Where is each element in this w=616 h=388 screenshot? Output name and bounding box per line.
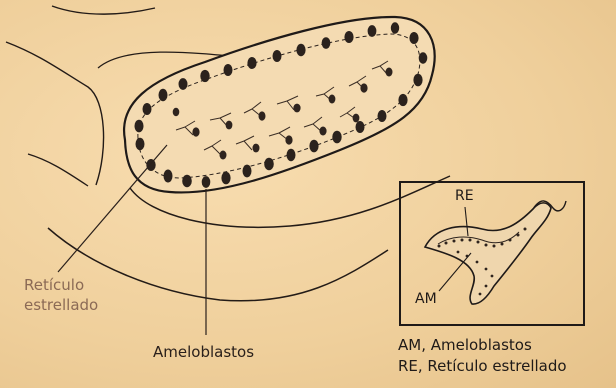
enamel-organ-outline xyxy=(124,17,435,192)
inset-organ-body xyxy=(425,203,551,304)
reticulo-label-line-2: estrellado xyxy=(24,296,98,316)
tissue-outline-lower xyxy=(28,154,88,186)
reticulo-estrellado-label: Retículo estrellado xyxy=(24,276,98,315)
inset-legend-line-1: AM, Ameloblastos xyxy=(398,336,532,354)
mesenchyme-outline xyxy=(48,228,388,301)
inset-am-leader xyxy=(439,253,471,291)
enamel-organ xyxy=(124,17,435,192)
tissue-outline-left xyxy=(6,42,104,185)
reticulo-label-line-1: Retículo xyxy=(24,276,98,296)
ameloblastos-label: Ameloblastos xyxy=(153,343,254,361)
tissue-outline-top xyxy=(52,6,155,14)
inset-re-label: RE xyxy=(455,188,474,204)
inset-legend-line-2: RE, Retículo estrellado xyxy=(398,357,567,375)
inset-am-label: AM xyxy=(415,291,437,307)
reticulo-leader-line xyxy=(58,145,167,272)
